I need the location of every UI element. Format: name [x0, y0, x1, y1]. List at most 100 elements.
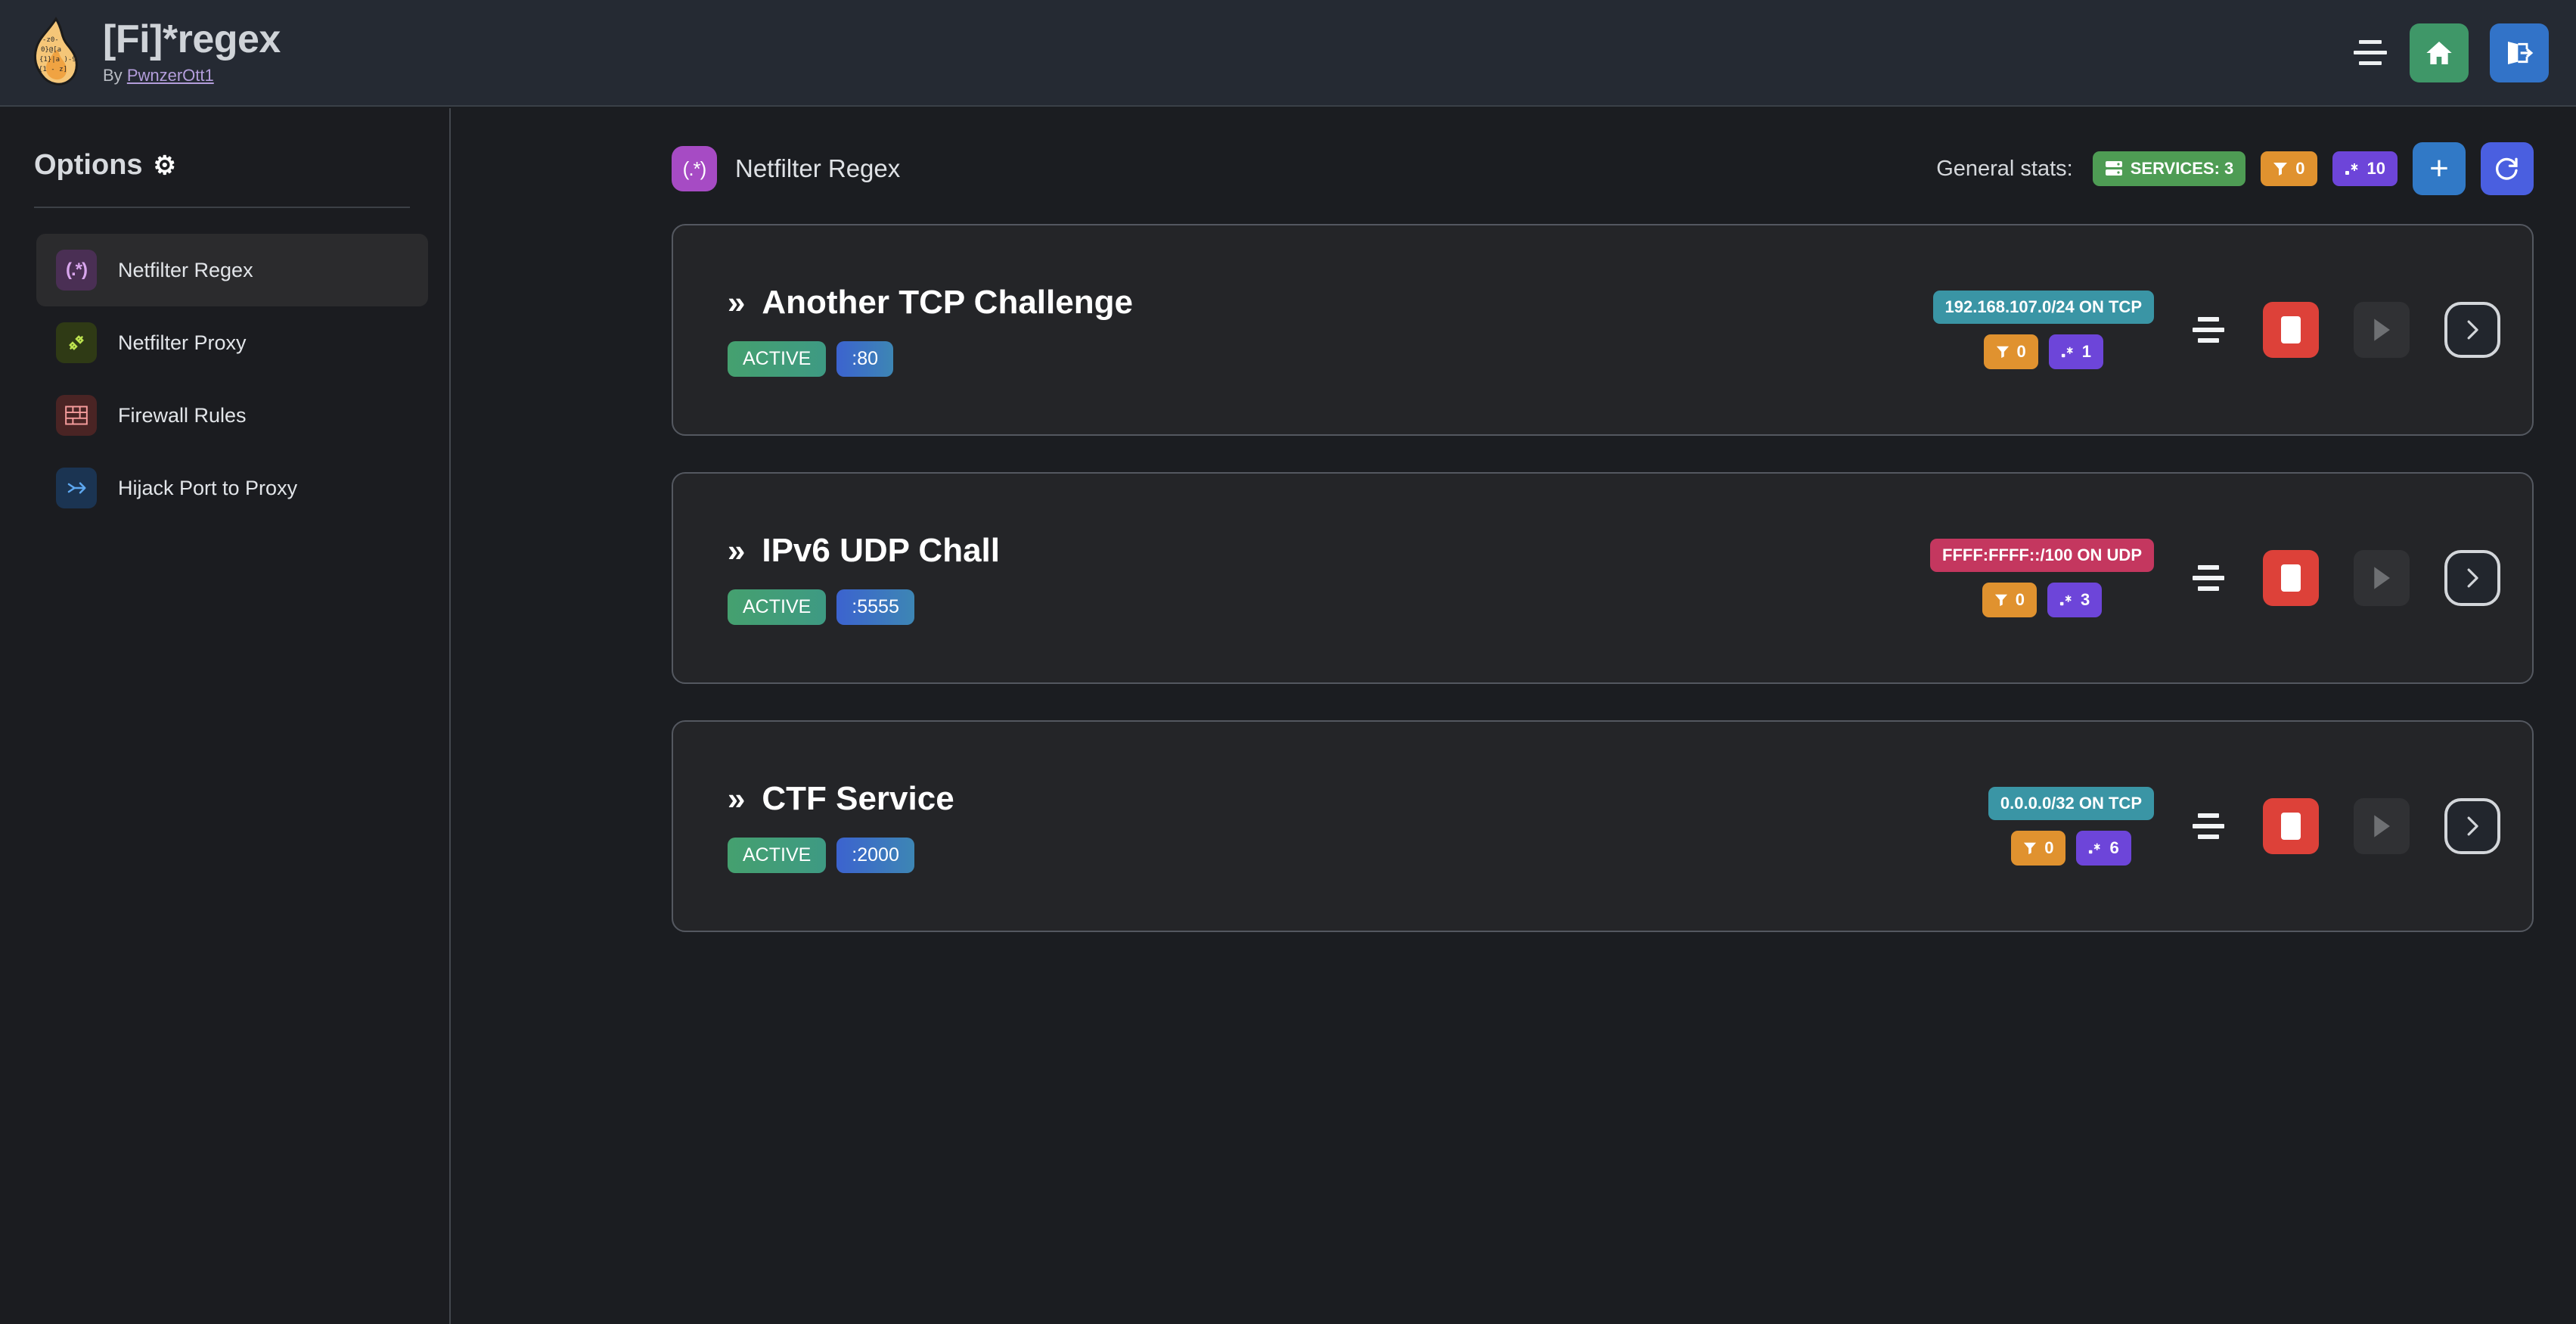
status-badge: ACTIVE	[728, 837, 827, 873]
status-badge: ACTIVE	[728, 589, 827, 625]
chevron-right-icon	[2467, 568, 2478, 588]
start-button[interactable]	[2354, 550, 2410, 606]
card-filters-count: 0	[2015, 590, 2025, 609]
details-button[interactable]	[2444, 550, 2500, 606]
card-regex-count: 3	[2081, 590, 2090, 609]
sidebar-item-label: Netfilter Proxy	[118, 331, 247, 354]
regex-dot-star-icon	[2061, 347, 2073, 358]
chevron-right-icon	[2467, 816, 2478, 836]
stop-icon	[2281, 316, 2301, 343]
double-chevron-icon: »	[728, 532, 746, 568]
plug-icon	[56, 322, 97, 363]
service-name: CTF Service	[762, 779, 954, 817]
filter-icon	[2273, 163, 2288, 176]
stop-button[interactable]	[2263, 798, 2319, 854]
card-regex-badge: 6	[2076, 831, 2131, 866]
service-name: IPv6 UDP Chall	[762, 531, 1000, 569]
align-center-icon[interactable]	[2189, 810, 2228, 843]
network-info: 192.168.107.0/24 ON TCP 0 1	[1932, 291, 2154, 369]
sidebar-item-hijack-port-to-proxy[interactable]: Hijack Port to Proxy	[36, 452, 428, 524]
regex-dot-star-icon	[2345, 163, 2358, 175]
app-header: -z0- 0}@[a {1}|a )-9] {1 - z] [Fi]*regex…	[0, 0, 2576, 107]
stop-icon	[2281, 813, 2301, 840]
server-icon	[2105, 161, 2122, 176]
card-regex-count: 6	[2109, 838, 2119, 857]
filter-icon	[1996, 346, 2009, 359]
stop-button[interactable]	[2263, 302, 2319, 358]
card-regex-count: 1	[2081, 342, 2091, 361]
general-stats-label: General stats:	[1936, 156, 2073, 181]
service-info: » Another TCP Challenge ACTIVE :80	[728, 284, 1133, 377]
filter-icon	[2024, 842, 2037, 855]
start-button[interactable]	[2354, 798, 2410, 854]
author-link[interactable]: PwnzerOtt1	[126, 65, 214, 85]
sidebar-item-firewall-rules[interactable]: Firewall Rules	[36, 379, 428, 452]
add-service-button[interactable]: +	[2413, 142, 2466, 195]
network-sub-badges: 0 6	[2011, 831, 2131, 866]
filters-badge-text: 0	[2295, 159, 2305, 178]
home-button[interactable]	[2410, 23, 2469, 82]
sidebar-item-netfilter-regex[interactable]: (.*) Netfilter Regex	[36, 234, 428, 306]
card-filters-badge: 0	[1982, 583, 2037, 617]
sidebar-item-netfilter-proxy[interactable]: Netfilter Proxy	[36, 306, 428, 379]
brand: -z0- 0}@[a {1}|a )-9] {1 - z] [Fi]*regex…	[0, 16, 281, 89]
header-actions	[2352, 23, 2576, 82]
sidebar-item-label: Hijack Port to Proxy	[118, 476, 298, 499]
network-info: FFFF:FFFF::/100 ON UDP 0 3	[1930, 539, 2154, 617]
stop-button[interactable]	[2263, 550, 2319, 606]
align-center-icon[interactable]	[2189, 313, 2228, 347]
service-card[interactable]: » Another TCP Challenge ACTIVE :80 192.1…	[672, 224, 2534, 436]
svg-text:{1 - z]: {1 - z]	[39, 66, 67, 73]
service-title: » Another TCP Challenge	[728, 284, 1133, 322]
start-button[interactable]	[2354, 302, 2410, 358]
refresh-button[interactable]	[2481, 142, 2534, 195]
align-center-icon[interactable]	[2189, 561, 2228, 595]
stop-icon	[2281, 564, 2301, 592]
service-card[interactable]: » CTF Service ACTIVE :2000 0.0.0.0/32 ON…	[672, 720, 2534, 932]
service-controls: 192.168.107.0/24 ON TCP 0 1	[1932, 291, 2500, 369]
services-badge-text: SERVICES: 3	[2130, 159, 2234, 178]
sidebar: Options ⚙ (.*) Netfilter Regex Netfilter…	[0, 108, 451, 1324]
route-split-icon	[56, 468, 97, 508]
service-title: » CTF Service	[728, 780, 954, 818]
content-header: (.*) Netfilter Regex General stats: SERV…	[452, 108, 2576, 195]
card-filters-count: 0	[2016, 342, 2026, 361]
app-title: [Fi]*regex	[103, 17, 281, 62]
network-sub-badges: 0 3	[1982, 583, 2103, 617]
sidebar-item-label: Firewall Rules	[118, 403, 247, 427]
logout-button[interactable]	[2490, 23, 2549, 82]
details-button[interactable]	[2444, 798, 2500, 854]
service-info: » IPv6 UDP Chall ACTIVE :5555	[728, 532, 1000, 625]
regex-badge: 10	[2332, 151, 2398, 186]
network-badge: 0.0.0.0/32 ON TCP	[1988, 787, 2154, 820]
service-name: Another TCP Challenge	[762, 283, 1133, 321]
service-pills: ACTIVE :5555	[728, 589, 1000, 625]
regex-page-icon: (.*)	[672, 146, 717, 191]
double-chevron-icon: »	[728, 284, 746, 320]
regex-badge-text: 10	[2367, 159, 2385, 178]
general-stats: General stats: SERVICES: 3 0	[1936, 142, 2534, 195]
app-author: By PwnzerOtt1	[103, 66, 281, 85]
network-sub-badges: 0 1	[1983, 334, 2103, 369]
service-list: » Another TCP Challenge ACTIVE :80 192.1…	[452, 191, 2576, 932]
network-badge: 192.168.107.0/24 ON TCP	[1932, 291, 2154, 324]
play-icon	[2374, 319, 2390, 341]
details-button[interactable]	[2444, 302, 2500, 358]
flame-regex-logo: -z0- 0}@[a {1}|a )-9] {1 - z]	[33, 16, 80, 85]
card-filters-badge: 0	[1983, 334, 2038, 369]
home-icon	[2426, 41, 2452, 64]
services-badge: SERVICES: 3	[2092, 151, 2246, 186]
port-badge: :5555	[836, 589, 914, 625]
main-content: (.*) Netfilter Regex General stats: SERV…	[452, 108, 2576, 1324]
double-chevron-icon: »	[728, 780, 746, 816]
align-menu-icon[interactable]	[2352, 38, 2388, 68]
brick-wall-icon	[56, 395, 97, 436]
svg-text:{1}|a )-9]: {1}|a )-9]	[39, 56, 80, 64]
service-card[interactable]: » IPv6 UDP Chall ACTIVE :5555 FFFF:FFFF:…	[672, 472, 2534, 684]
network-info: 0.0.0.0/32 ON TCP 0 6	[1988, 787, 2154, 866]
service-controls: 0.0.0.0/32 ON TCP 0 6	[1988, 787, 2500, 866]
service-title: » IPv6 UDP Chall	[728, 532, 1000, 570]
filter-icon	[1994, 594, 2007, 607]
svg-text:0}@[a: 0}@[a	[41, 46, 61, 54]
sidebar-title-label: Options	[34, 149, 143, 181]
